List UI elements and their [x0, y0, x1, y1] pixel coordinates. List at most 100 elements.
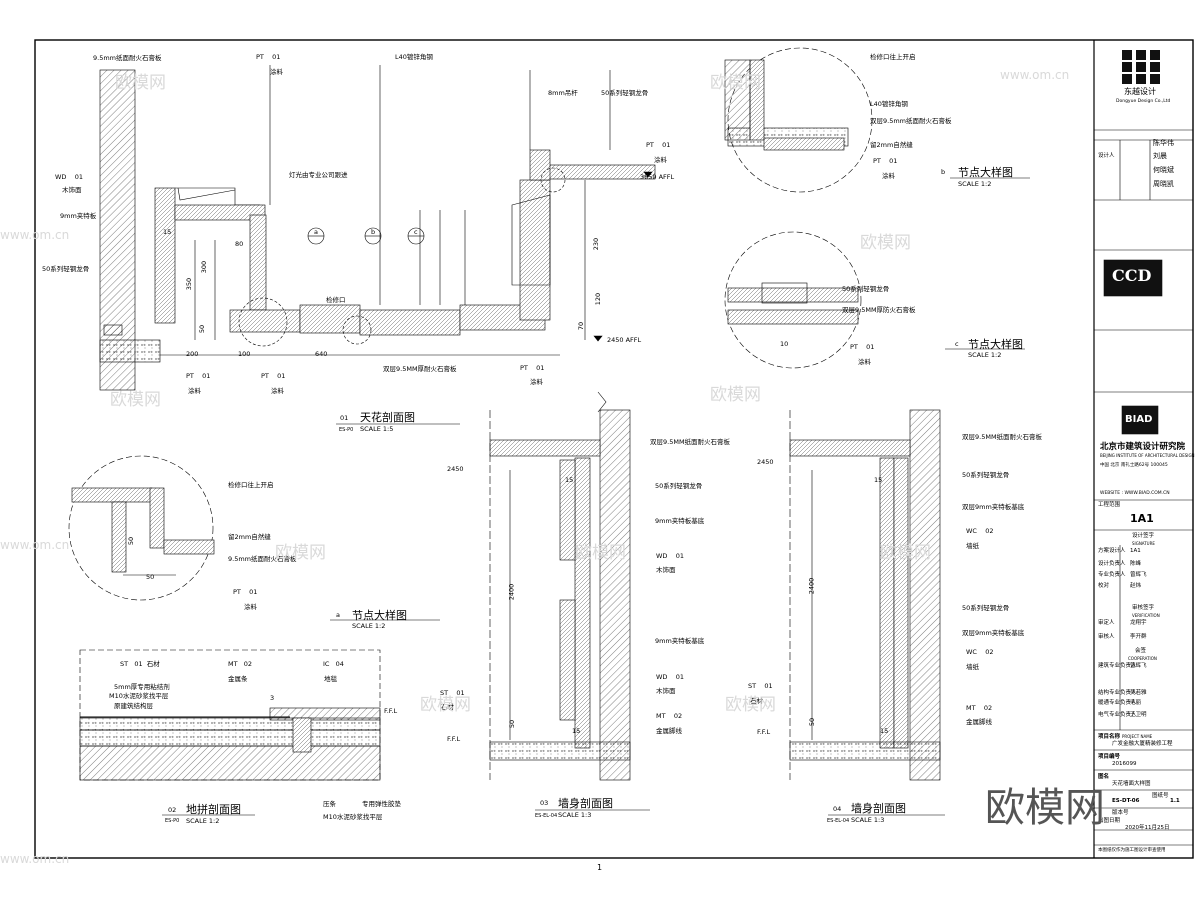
designer-row-1: 陈华伟: [1153, 139, 1174, 147]
w4-tag-mt-name: 金属脚线: [966, 718, 992, 726]
b-tag-pt-name: 涂料: [882, 172, 895, 180]
w4-wood: 双层9mm夹特板基底: [962, 503, 1025, 511]
b-l40: L40镀锌角钢: [870, 100, 908, 108]
f-structure: 原建筑结构层: [114, 702, 153, 710]
watermark-10: 欧模网: [725, 695, 776, 715]
dim-80: 80: [235, 240, 244, 248]
a-dim-50-h: 50: [146, 573, 155, 581]
tb-row-2-label: 专业负责人: [1098, 572, 1126, 578]
tag-wd-left-name: 木饰面: [62, 186, 82, 194]
detail-c-drawing: [724, 231, 862, 369]
date-label: 出图日期: [1098, 818, 1121, 824]
watermark-url-1: www.om.cn: [0, 228, 70, 242]
title-scale-03: SCALE 1:3: [558, 811, 592, 819]
title-block-lines: [1094, 129, 1193, 846]
w4-tag-mt: MT 02: [966, 704, 993, 712]
w4-2400: 2400: [807, 577, 816, 595]
ccd-logo: CCD: [1112, 266, 1152, 285]
w4-tag-wc2: WC 02: [966, 648, 994, 656]
title-text-02: 地拼剖面图: [186, 803, 241, 816]
tb-row-0-label: 方案设计人: [1098, 548, 1126, 554]
f-tag-ic: IC 04: [323, 660, 344, 668]
rev-label: 版本号: [1112, 810, 1129, 816]
tb-row-8-label: 暖通专业负责人: [1098, 700, 1137, 706]
a-gypsum: 9.5mm纸面耐火石膏板: [228, 555, 297, 563]
title-text-a: 节点大样图: [352, 609, 407, 622]
w4-tag-wc: WC 02: [966, 527, 994, 535]
drawing-label: 图名: [1098, 774, 1110, 780]
watermark-8: 欧模网: [880, 543, 931, 563]
w3-tag-st-name: 石材: [441, 703, 454, 711]
c-double-fire: 双层9.5MM厚防火石膏板: [842, 306, 916, 314]
title-text-c: 节点大样图: [968, 338, 1023, 351]
tb-row-7-label: 结构专业负责人: [1098, 690, 1137, 696]
f-ffl: F.F.L: [384, 707, 398, 715]
c-tag-pt: PT 01: [850, 343, 875, 351]
tb-row-5-label: 审核人: [1098, 634, 1115, 640]
w4-tag-wc-name: 墙纸: [966, 542, 979, 550]
tb-row-9-label: 电气专业负责人: [1098, 712, 1137, 718]
level-2450: 2450 AFFL: [607, 336, 642, 344]
tb-row-7-value: 吴若雅: [1130, 690, 1147, 696]
title-scale-02: SCALE 1:2: [186, 817, 220, 825]
f-tag-ic-name: 地毯: [324, 675, 337, 683]
title-number-b: b: [941, 168, 946, 176]
watermark-1: 欧模网: [115, 73, 166, 93]
title-number-02: 02: [168, 806, 177, 814]
tb-row-1-label: 设计负责人: [1098, 561, 1126, 567]
w4-tag-st: ST 01: [748, 682, 773, 690]
tb-row-0-value: 1A1: [1130, 548, 1141, 554]
designer-row-2: 刘晨: [1153, 152, 1167, 160]
f-glue: 专用弹性胶垫: [362, 800, 401, 808]
tag-pt-b3: PT 01: [520, 364, 545, 372]
watermark-9: 欧模网: [420, 695, 471, 715]
title-ref-04: ES-EL-04: [827, 818, 850, 824]
note-rod: 8mm吊杆: [548, 89, 578, 97]
w4-double-gypsum: 双层9.5MM纸面耐火石膏板: [962, 433, 1043, 441]
note-l40: L40镀锌角钢: [395, 53, 433, 61]
f-dim-3: 3: [270, 694, 275, 702]
tag-pt-b1-name: 涂料: [188, 387, 201, 395]
c-keel: 50系列轻钢龙骨: [842, 285, 890, 293]
w3-wood2: 9mm夹特板基底: [655, 637, 705, 645]
title-text-01: 天花剖面图: [360, 411, 415, 424]
tb-row-3-value: 赵炜: [1130, 583, 1142, 589]
b-gap: 留2mm自然缝: [870, 141, 913, 149]
watermark-3: 欧模网: [860, 233, 911, 253]
rev-value: 1.1: [1170, 798, 1180, 804]
title-ref-02: ES-P0: [165, 818, 180, 824]
c-tag-pt-name: 涂料: [858, 358, 871, 366]
tb-row-8-value: 毛丽: [1130, 700, 1142, 706]
tb-row-9-value: 王卫明: [1130, 712, 1147, 718]
w4-ffl: F.F.L: [757, 728, 771, 736]
dim-200: 200: [186, 350, 199, 358]
designer-row-3: 何晓斌: [1153, 166, 1174, 174]
w4-dim-15: 15: [874, 476, 883, 484]
a-tag-pt-name: 涂料: [244, 603, 257, 611]
tag-wd-left: WD 01: [55, 173, 83, 181]
dim-120: 120: [594, 292, 603, 306]
coop-label: 会签: [1135, 648, 1147, 654]
w3-double-gypsum: 双层9.5MM纸面耐火石膏板: [650, 438, 731, 446]
a-tag-pt: PT 01: [233, 588, 258, 596]
dim-350: 350: [185, 277, 194, 291]
watermark-url-2: www.om.cn: [1000, 68, 1070, 82]
note-gypsum: 9.5mm纸面耐火石膏板: [93, 54, 162, 62]
title-number-01: 01: [340, 414, 349, 422]
detail-a-drawing: [68, 455, 215, 601]
f-bond: 5mm厚专用粘结剂: [114, 683, 170, 691]
biad-logo: BIAD: [1125, 414, 1153, 425]
note-keel50-left: 50系列轻钢龙骨: [42, 265, 90, 273]
w4-wood2: 双层9mm夹特板基底: [962, 629, 1025, 637]
watermark-6: 欧模网: [275, 543, 326, 563]
w4-keel: 50系列轻钢龙骨: [962, 471, 1010, 479]
dim-300: 300: [200, 260, 209, 274]
proj-label: 项目名称 PROJECT NAME: [1098, 734, 1153, 740]
proj-value: 广发金融大厦精装修工程: [1112, 741, 1173, 747]
note-access: 检修口: [326, 296, 346, 304]
w3-tag-mt-name: 金属脚线: [656, 727, 682, 735]
dim-15: 15: [163, 228, 172, 236]
wall-section-04-drawing: [789, 409, 941, 781]
title-ref-03: ES-EL-04: [535, 813, 558, 819]
